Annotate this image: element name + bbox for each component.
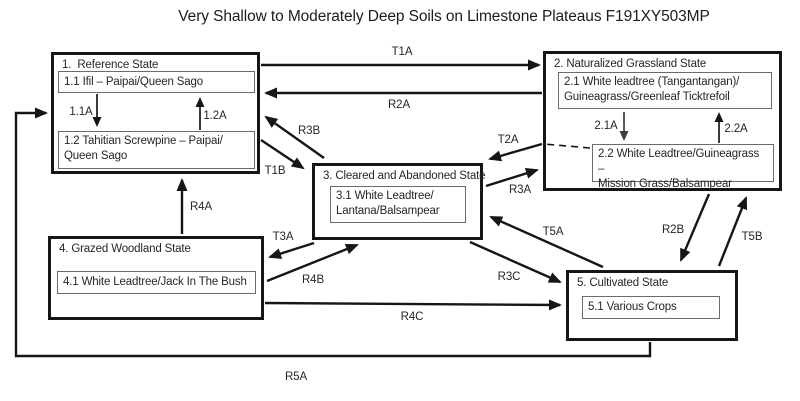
diagram-title: Very Shallow to Moderately Deep Soils on… xyxy=(178,8,710,25)
state-title: 2. Naturalized Grassland State xyxy=(554,58,707,70)
arrow-t1b xyxy=(260,139,305,170)
transition-label-r3a: R3A xyxy=(508,184,532,196)
arrow-t3a xyxy=(268,241,315,259)
transition-label-t2a: T2A xyxy=(497,134,519,146)
pathway-label-1-1a: 1.1A xyxy=(69,106,93,118)
transition-label-r2a: R2A xyxy=(387,99,411,111)
transition-label-t5a: T5A xyxy=(542,226,564,238)
community-box-3-1: 3.1 White Leadtree/ Lantana/Balsampear xyxy=(330,186,466,223)
dashed-line-t2a xyxy=(543,143,591,149)
transition-label-t1b: T1B xyxy=(264,165,286,177)
arrow-r5a xyxy=(14,107,652,358)
state-box-reference: 1. Reference State xyxy=(51,52,260,174)
state-box-naturalized-grassland: 2. Naturalized Grassland State xyxy=(543,51,782,191)
arrow-t5b xyxy=(717,196,748,267)
state-title: 5. Cultivated State xyxy=(577,277,669,289)
arrow-r2b xyxy=(679,193,711,262)
arrow-r3c xyxy=(469,240,562,284)
transition-label-r4a: R4A xyxy=(189,201,213,213)
transition-label-r4b: R4B xyxy=(301,274,325,286)
transition-label-r3b: R3B xyxy=(297,125,321,137)
community-box-2-1: 2.1 White leadtree (Tangantangan)/ Guine… xyxy=(558,72,772,109)
state-title: 1. Reference State xyxy=(62,59,159,71)
state-title: 4. Grazed Woodland State xyxy=(59,243,191,255)
transition-label-r4c: R4C xyxy=(400,311,424,323)
transition-label-r3c: R3C xyxy=(497,271,521,283)
community-box-5-1: 5.1 Various Crops xyxy=(582,296,720,319)
community-box-1-1: 1.1 Ifil – Paipai/Queen Sago xyxy=(58,71,255,93)
transition-label-t1a: T1A xyxy=(391,46,413,58)
state-box-grazed-woodland: 4. Grazed Woodland State xyxy=(48,236,264,320)
transition-label-r5a: R5A xyxy=(284,371,308,383)
transition-label-r2b: R2B xyxy=(661,224,685,236)
community-box-1-2: 1.2 Tahitian Screwpine – Paipai/ Queen S… xyxy=(58,131,255,169)
arrow-t2a xyxy=(488,142,543,162)
arrow-r3b xyxy=(264,115,325,159)
pathway-label-2-1a: 2.1A xyxy=(594,120,618,132)
pathway-label-2-2a: 2.2A xyxy=(724,123,748,135)
transition-label-t5b: T5B xyxy=(741,231,763,243)
arrow-r3a xyxy=(485,168,539,188)
state-box-cleared-abandoned: 3. Cleared and Abandoned State xyxy=(312,163,486,240)
arrow-r4c xyxy=(264,299,562,311)
state-box-cultivated: 5. Cultivated State xyxy=(566,270,738,341)
community-box-4-1: 4.1 White Leadtree/Jack In The Bush xyxy=(57,271,256,294)
state-title: 3. Cleared and Abandoned State xyxy=(323,170,486,182)
transition-label-t3a: T3A xyxy=(272,231,294,243)
community-box-2-2: 2.2 White Leadtree/Guineagrass – Mission… xyxy=(592,144,774,190)
arrow-r4b xyxy=(266,243,359,283)
arrow-t5a xyxy=(489,215,604,269)
pathway-label-1-2a: 1.2A xyxy=(203,110,227,122)
